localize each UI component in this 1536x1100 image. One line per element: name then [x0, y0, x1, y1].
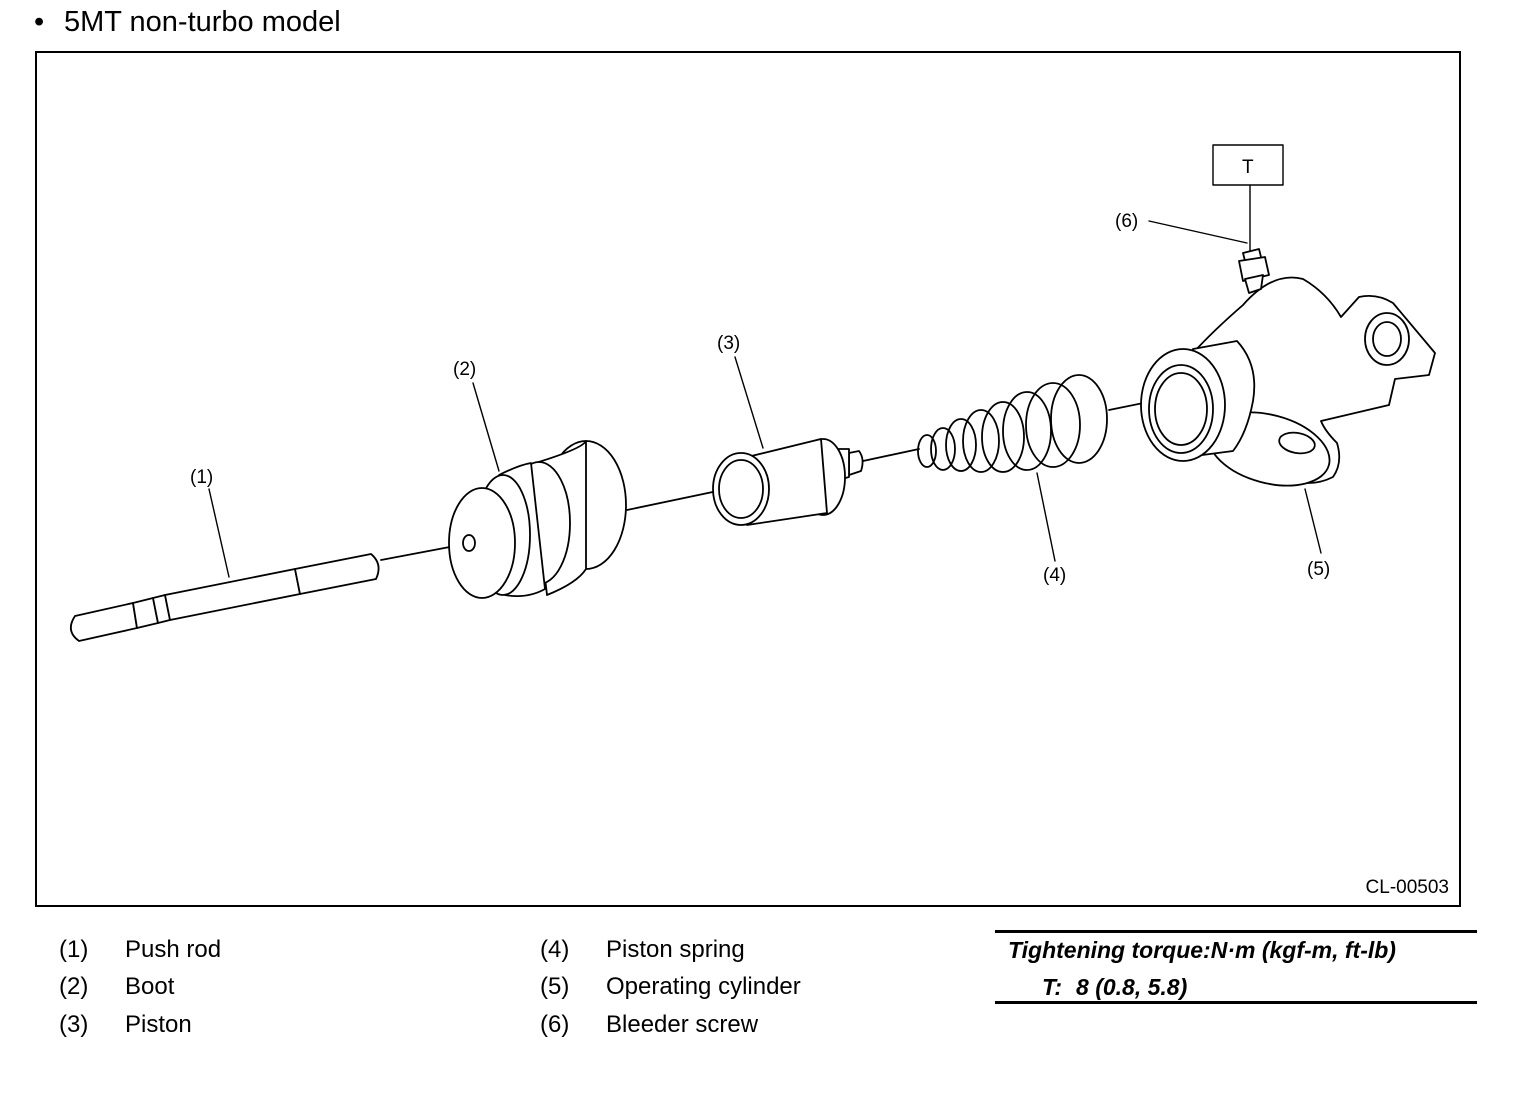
- legend-label: Boot: [125, 973, 175, 1000]
- torque-spec-box: Tightening torque:N·m (kgf-m, ft-lb) T: 8…: [995, 930, 1477, 1004]
- leader-lines: [208, 184, 1322, 578]
- torque-spec-row: T: 8 (0.8, 5.8): [1042, 974, 1187, 1001]
- callout-6: (6): [1115, 211, 1138, 232]
- torque-box: [1212, 144, 1284, 186]
- callout-3: (3): [717, 333, 740, 354]
- callout-2: (2): [453, 359, 476, 380]
- legend-label: Push rod: [125, 936, 222, 963]
- exploded-view-frame: (1) (2) (3) (4) (5) (6) T CL-00503: [35, 51, 1461, 907]
- legend-label: Bleeder screw: [606, 1011, 759, 1038]
- exploded-view-diagram: (1) (2) (3) (4) (5) (6) T: [69, 144, 1436, 642]
- bullet-marker: •: [34, 6, 45, 38]
- legend-item: (1) Push rod: [59, 935, 221, 965]
- callout-1: (1): [190, 467, 213, 488]
- callout-4: (4): [1043, 565, 1066, 586]
- figure-id: CL-00503: [1365, 877, 1449, 898]
- legend-item: (4) Piston spring: [540, 935, 745, 965]
- legend-number: (4): [540, 936, 570, 963]
- torque-title: Tightening torque:N·m (kgf-m, ft-lb): [1008, 937, 1396, 963]
- bleeder-screw-part: [1238, 248, 1270, 294]
- legend-number: (3): [59, 1011, 89, 1038]
- legend-item: (3) Piston: [59, 1010, 192, 1040]
- legend-item: (5) Operating cylinder: [540, 972, 801, 1002]
- torque-key: T:: [1042, 974, 1063, 1000]
- push-rod-part: [69, 553, 380, 642]
- callout-5: (5): [1307, 559, 1330, 580]
- legend-number: (1): [59, 936, 89, 963]
- heading-text: 5MT non-turbo model: [64, 6, 341, 38]
- piston-part: [712, 438, 864, 526]
- legend-number: (5): [540, 973, 570, 1000]
- torque-box-label: T: [1242, 157, 1254, 178]
- legend-number: (2): [59, 973, 89, 1000]
- legend-item: (6) Bleeder screw: [540, 1010, 758, 1040]
- legend-number: (6): [540, 1011, 570, 1038]
- torque-value: 8 (0.8, 5.8): [1076, 974, 1188, 1000]
- boot-part: [448, 440, 627, 599]
- section-heading: • 5MT non-turbo model: [34, 4, 341, 40]
- operating-cylinder-part: [1140, 276, 1436, 487]
- legend-label: Operating cylinder: [606, 973, 801, 1000]
- legend-label: Piston spring: [606, 936, 745, 963]
- legend-label: Piston: [125, 1011, 192, 1038]
- piston-spring-part: [917, 374, 1108, 473]
- legend-item: (2) Boot: [59, 972, 174, 1002]
